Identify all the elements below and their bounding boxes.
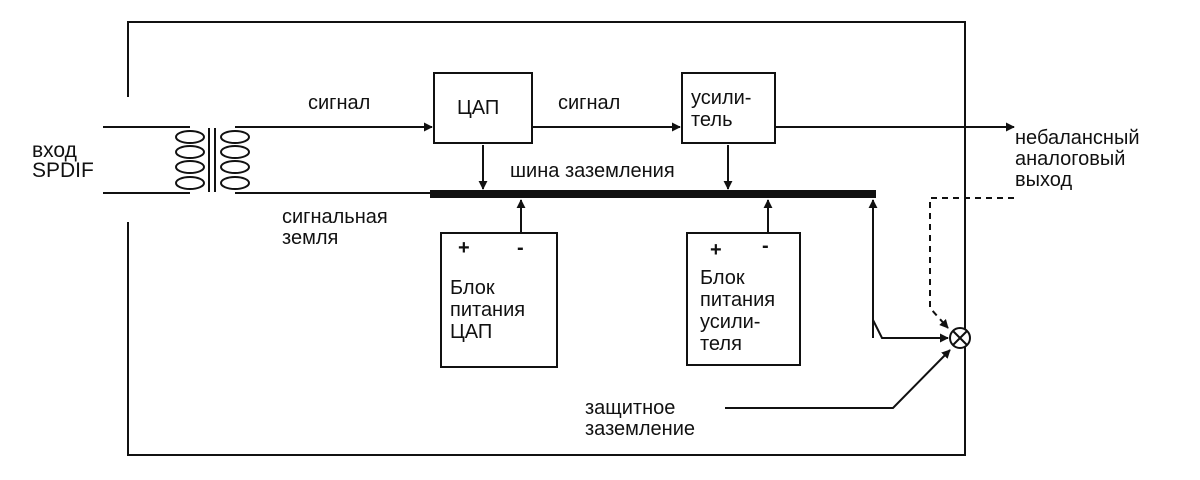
amplifier-label-line2: тель (691, 109, 733, 131)
signal-ground-label-line2: земля (282, 227, 339, 249)
amp-psu-plus-sign: + (710, 239, 722, 261)
dac-psu-minus-sign: - (517, 237, 524, 259)
dac-psu-label-line1: Блок (450, 277, 495, 299)
output-label-line2: аналоговый (1015, 148, 1126, 170)
chassis-junction-symbol (949, 327, 971, 349)
amp-psu-label-line1: Блок (700, 267, 745, 289)
protective-ground-wire (725, 349, 951, 409)
enclosure-outline (127, 21, 966, 456)
amplifier-block: усили- тель (681, 72, 776, 144)
signal-ground-label-line1: сигнальная (282, 206, 388, 228)
dac-power-supply-block: + - Блок питания ЦАП (440, 232, 558, 368)
amplifier-label-line1: усили- (691, 87, 752, 109)
input-label-line1: вход (32, 139, 77, 162)
output-label-line3: выход (1015, 169, 1073, 191)
ground-bus-label: шина заземления (510, 160, 675, 182)
protective-ground-label-line1: защитное (585, 397, 676, 419)
input-label-line2: SPDIF (32, 159, 94, 182)
dashed-output-link (929, 197, 1014, 329)
signal-label-mid: сигнал (558, 92, 621, 114)
dac-psu-plus-sign: + (458, 237, 470, 259)
signal-label-left: сигнал (308, 92, 371, 114)
dac-block-label: ЦАП (457, 97, 500, 119)
amp-psu-minus-sign: - (762, 235, 769, 257)
junction-feed-wire (872, 319, 949, 343)
ground-bus (430, 190, 876, 198)
dac-psu-label-line3: ЦАП (450, 321, 493, 343)
dac-psu-label-line2: питания (450, 299, 526, 321)
input-transformer (103, 126, 250, 194)
output-label-line1: небалансный (1015, 127, 1140, 149)
amp-psu-label-line4: теля (700, 333, 742, 355)
amp-psu-label-line3: усили- (700, 311, 761, 333)
dac-block: ЦАП (433, 72, 533, 144)
amp-power-supply-block: + - Блок питания усили- теля (686, 232, 801, 366)
protective-ground-label-line2: заземление (585, 418, 696, 440)
amp-psu-label-line2: питания (700, 289, 776, 311)
